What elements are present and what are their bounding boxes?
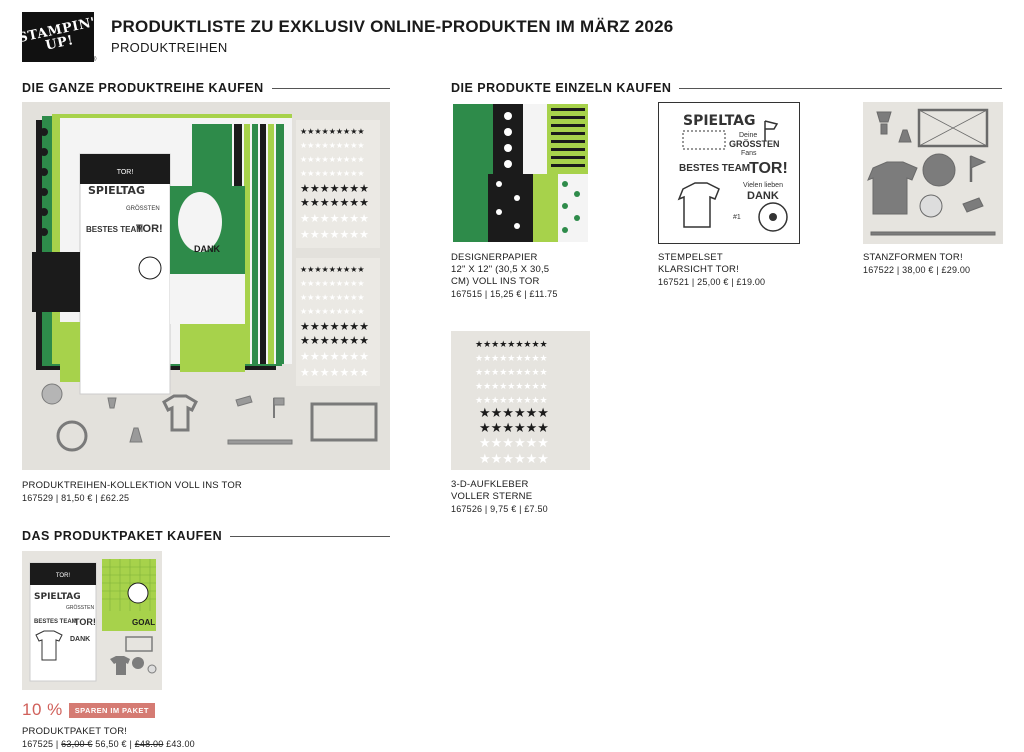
svg-text:★★★★★★★★★: ★★★★★★★★★ bbox=[475, 340, 548, 350]
svg-text:★★★★★★★★★: ★★★★★★★★★ bbox=[300, 127, 365, 136]
stamp-dank: DANK bbox=[747, 190, 779, 202]
paper-artwork bbox=[451, 102, 590, 244]
product-price: 167521 | 25,00 € | £19.00 bbox=[658, 277, 766, 287]
stickers-artwork: ★★★★★★★★★ ★★★★★★★★★ ★★★★★★★★★ ★★★★★★★★★ … bbox=[475, 340, 549, 467]
bundle-item-number: 167525 | bbox=[22, 739, 62, 749]
svg-text:★★★★★★★: ★★★★★★★ bbox=[300, 196, 369, 209]
stamps-artwork: SPIELTAG Deine GRÖSSTEN Fans BESTES TEAM… bbox=[677, 113, 788, 232]
product-name[interactable]: PRODUKTPAKET TOR! bbox=[22, 726, 128, 737]
stamp-tor: TOR! bbox=[749, 160, 788, 177]
card-goal: GOAL bbox=[132, 618, 155, 627]
card-tor-label: TOR! bbox=[56, 573, 71, 579]
section-heading-bundle: DAS PRODUKTPAKET KAUFEN bbox=[22, 529, 390, 543]
stamp-deine: Deine bbox=[739, 132, 757, 139]
svg-text:★★★★★★★★★: ★★★★★★★★★ bbox=[300, 141, 365, 150]
registered-mark: ® bbox=[92, 57, 97, 63]
svg-text:★★★★★★★: ★★★★★★★ bbox=[300, 334, 369, 347]
paper-image[interactable] bbox=[451, 102, 590, 244]
new-price-eur: 56,50 € | bbox=[92, 739, 135, 749]
svg-text:★★★★★★★: ★★★★★★★ bbox=[300, 182, 369, 195]
product-name-cont: 12" X 12" (30,5 X 30,5 bbox=[451, 264, 550, 275]
svg-text:★★★★★★★★★: ★★★★★★★★★ bbox=[300, 307, 365, 316]
stickers-image[interactable]: ★★★★★★★★★ ★★★★★★★★★ ★★★★★★★★★ ★★★★★★★★★ … bbox=[451, 331, 590, 470]
stamp-dank: DANK bbox=[70, 636, 90, 643]
svg-text:★★★★★★★: ★★★★★★★ bbox=[300, 320, 369, 333]
page-title: PRODUKTLISTE ZU EXKLUSIV ONLINE-PRODUKTE… bbox=[111, 17, 674, 36]
card-tor-label: TOR! bbox=[117, 169, 134, 176]
page-subtitle: PRODUKTREIHEN bbox=[111, 40, 228, 55]
product-name-cont: CM) VOLL INS TOR bbox=[451, 276, 540, 287]
stamp-dank: DANK bbox=[194, 244, 220, 254]
bundle-caption: PRODUKTPAKET TOR! 167525 | 63,00 € 56,50… bbox=[22, 726, 195, 750]
stamp-tor: TOR! bbox=[74, 617, 96, 627]
stamp-spieltag: SPIELTAG bbox=[88, 184, 145, 197]
collection-artwork: TOR! SPIELTAG GRÖSSTEN BESTES TEAM TOR! … bbox=[32, 114, 380, 452]
product-name-cont: KLARSICHT TOR! bbox=[658, 264, 739, 275]
svg-text:★★★★★★★★★: ★★★★★★★★★ bbox=[300, 169, 365, 178]
product-name[interactable]: PRODUKTREIHEN-KOLLEKTION VOLL INS TOR bbox=[22, 480, 242, 491]
stamp-grossten: GRÖSSTEN bbox=[66, 604, 94, 611]
discount-badge: 10 % SPAREN IM PAKET bbox=[22, 700, 155, 720]
product-price: 167526 | 9,75 € | £7.50 bbox=[451, 504, 548, 514]
stamp-spieltag: SPIELTAG bbox=[34, 592, 81, 602]
svg-text:★★★★★★: ★★★★★★ bbox=[479, 406, 549, 421]
stamp-vielen: Vielen lieben bbox=[743, 182, 783, 189]
bundle-artwork: TOR! SPIELTAG GRÖSSTEN BESTES TEAM TOR! … bbox=[29, 559, 157, 682]
stickers-caption: 3-D-AUFKLEBER VOLLER STERNE 167526 | 9,7… bbox=[451, 479, 548, 515]
product-name[interactable]: 3-D-AUFKLEBER bbox=[451, 479, 529, 490]
stamp-spieltag: SPIELTAG bbox=[683, 113, 756, 129]
discount-percent: 10 % bbox=[22, 700, 63, 719]
section-heading-suite: DIE GANZE PRODUKTREIHE KAUFEN bbox=[22, 81, 390, 95]
discount-tag: SPAREN IM PAKET bbox=[68, 702, 155, 718]
stamp-number: #1 bbox=[733, 214, 741, 221]
heading-rule bbox=[679, 87, 1002, 89]
stampin-up-logo: STAMPIN' UP! bbox=[17, 12, 97, 62]
product-name[interactable]: STANZFORMEN TOR! bbox=[863, 252, 963, 263]
heading-rule bbox=[230, 535, 390, 537]
new-price-gbp: £43.00 bbox=[163, 739, 195, 749]
svg-text:★★★★★★★: ★★★★★★★ bbox=[300, 350, 369, 363]
svg-text:★★★★★★★★★: ★★★★★★★★★ bbox=[300, 279, 365, 288]
collection-image[interactable]: TOR! SPIELTAG GRÖSSTEN BESTES TEAM TOR! … bbox=[22, 102, 390, 470]
svg-text:★★★★★★★: ★★★★★★★ bbox=[300, 366, 369, 379]
dies-caption: STANZFORMEN TOR! 167522 | 38,00 € | £29.… bbox=[863, 252, 970, 276]
stamp-bestes-team: BESTES TEAM bbox=[679, 163, 750, 174]
old-price-eur: 63,00 € bbox=[61, 739, 93, 749]
svg-text:★★★★★★★★★: ★★★★★★★★★ bbox=[475, 396, 548, 406]
stamp-fans: Fans bbox=[741, 150, 757, 157]
product-price: 167515 | 15,25 € | £11.75 bbox=[451, 289, 558, 299]
collection-caption: PRODUKTREIHEN-KOLLEKTION VOLL INS TOR 16… bbox=[22, 480, 242, 504]
product-price: 167529 | 81,50 € | £62.25 bbox=[22, 493, 130, 503]
bundle-image[interactable]: TOR! SPIELTAG GRÖSSTEN BESTES TEAM TOR! … bbox=[22, 551, 162, 690]
dies-artwork bbox=[867, 108, 996, 236]
stamp-grossten: GRÖSSTEN bbox=[126, 205, 160, 212]
product-price: 167522 | 38,00 € | £29.00 bbox=[863, 265, 971, 275]
paper-caption: DESIGNERPAPIER 12" X 12" (30,5 X 30,5 CM… bbox=[451, 252, 558, 300]
svg-text:★★★★★★★★★: ★★★★★★★★★ bbox=[300, 265, 365, 274]
product-price: 167525 | 63,00 € 56,50 € | £48.00 £43.00 bbox=[22, 738, 195, 750]
section-heading-individual: DIE PRODUKTE EINZELN KAUFEN bbox=[451, 81, 1002, 95]
stamp-bestes-team: BESTES TEAM bbox=[86, 225, 143, 234]
stamp-bestes-team: BESTES TEAM bbox=[34, 619, 77, 625]
product-name[interactable]: STEMPELSET bbox=[658, 252, 723, 263]
product-name[interactable]: DESIGNERPAPIER bbox=[451, 252, 538, 263]
svg-text:★★★★★★★★★: ★★★★★★★★★ bbox=[475, 368, 548, 378]
stamp-grossten: GRÖSSTEN bbox=[729, 139, 780, 149]
stamps-image[interactable]: SPIELTAG Deine GRÖSSTEN Fans BESTES TEAM… bbox=[658, 102, 800, 244]
svg-text:★★★★★★★: ★★★★★★★ bbox=[300, 212, 369, 225]
heading-rule bbox=[271, 87, 390, 89]
svg-text:★★★★★★: ★★★★★★ bbox=[479, 452, 549, 467]
stamp-tor: TOR! bbox=[136, 223, 163, 235]
svg-text:★★★★★★★: ★★★★★★★ bbox=[300, 228, 369, 241]
svg-text:★★★★★★★★★: ★★★★★★★★★ bbox=[300, 293, 365, 302]
product-name-cont: VOLLER STERNE bbox=[451, 491, 533, 502]
svg-text:★★★★★★★★★: ★★★★★★★★★ bbox=[475, 382, 548, 392]
svg-text:★★★★★★★★★: ★★★★★★★★★ bbox=[475, 354, 548, 364]
svg-text:★★★★★★★★★: ★★★★★★★★★ bbox=[300, 155, 365, 164]
svg-text:★★★★★★: ★★★★★★ bbox=[479, 436, 549, 451]
svg-text:★★★★★★: ★★★★★★ bbox=[479, 421, 549, 436]
stamps-caption: STEMPELSET KLARSICHT TOR! 167521 | 25,00… bbox=[658, 252, 765, 288]
dies-image[interactable] bbox=[863, 102, 1003, 244]
old-price-gbp: £48.00 bbox=[134, 739, 164, 749]
